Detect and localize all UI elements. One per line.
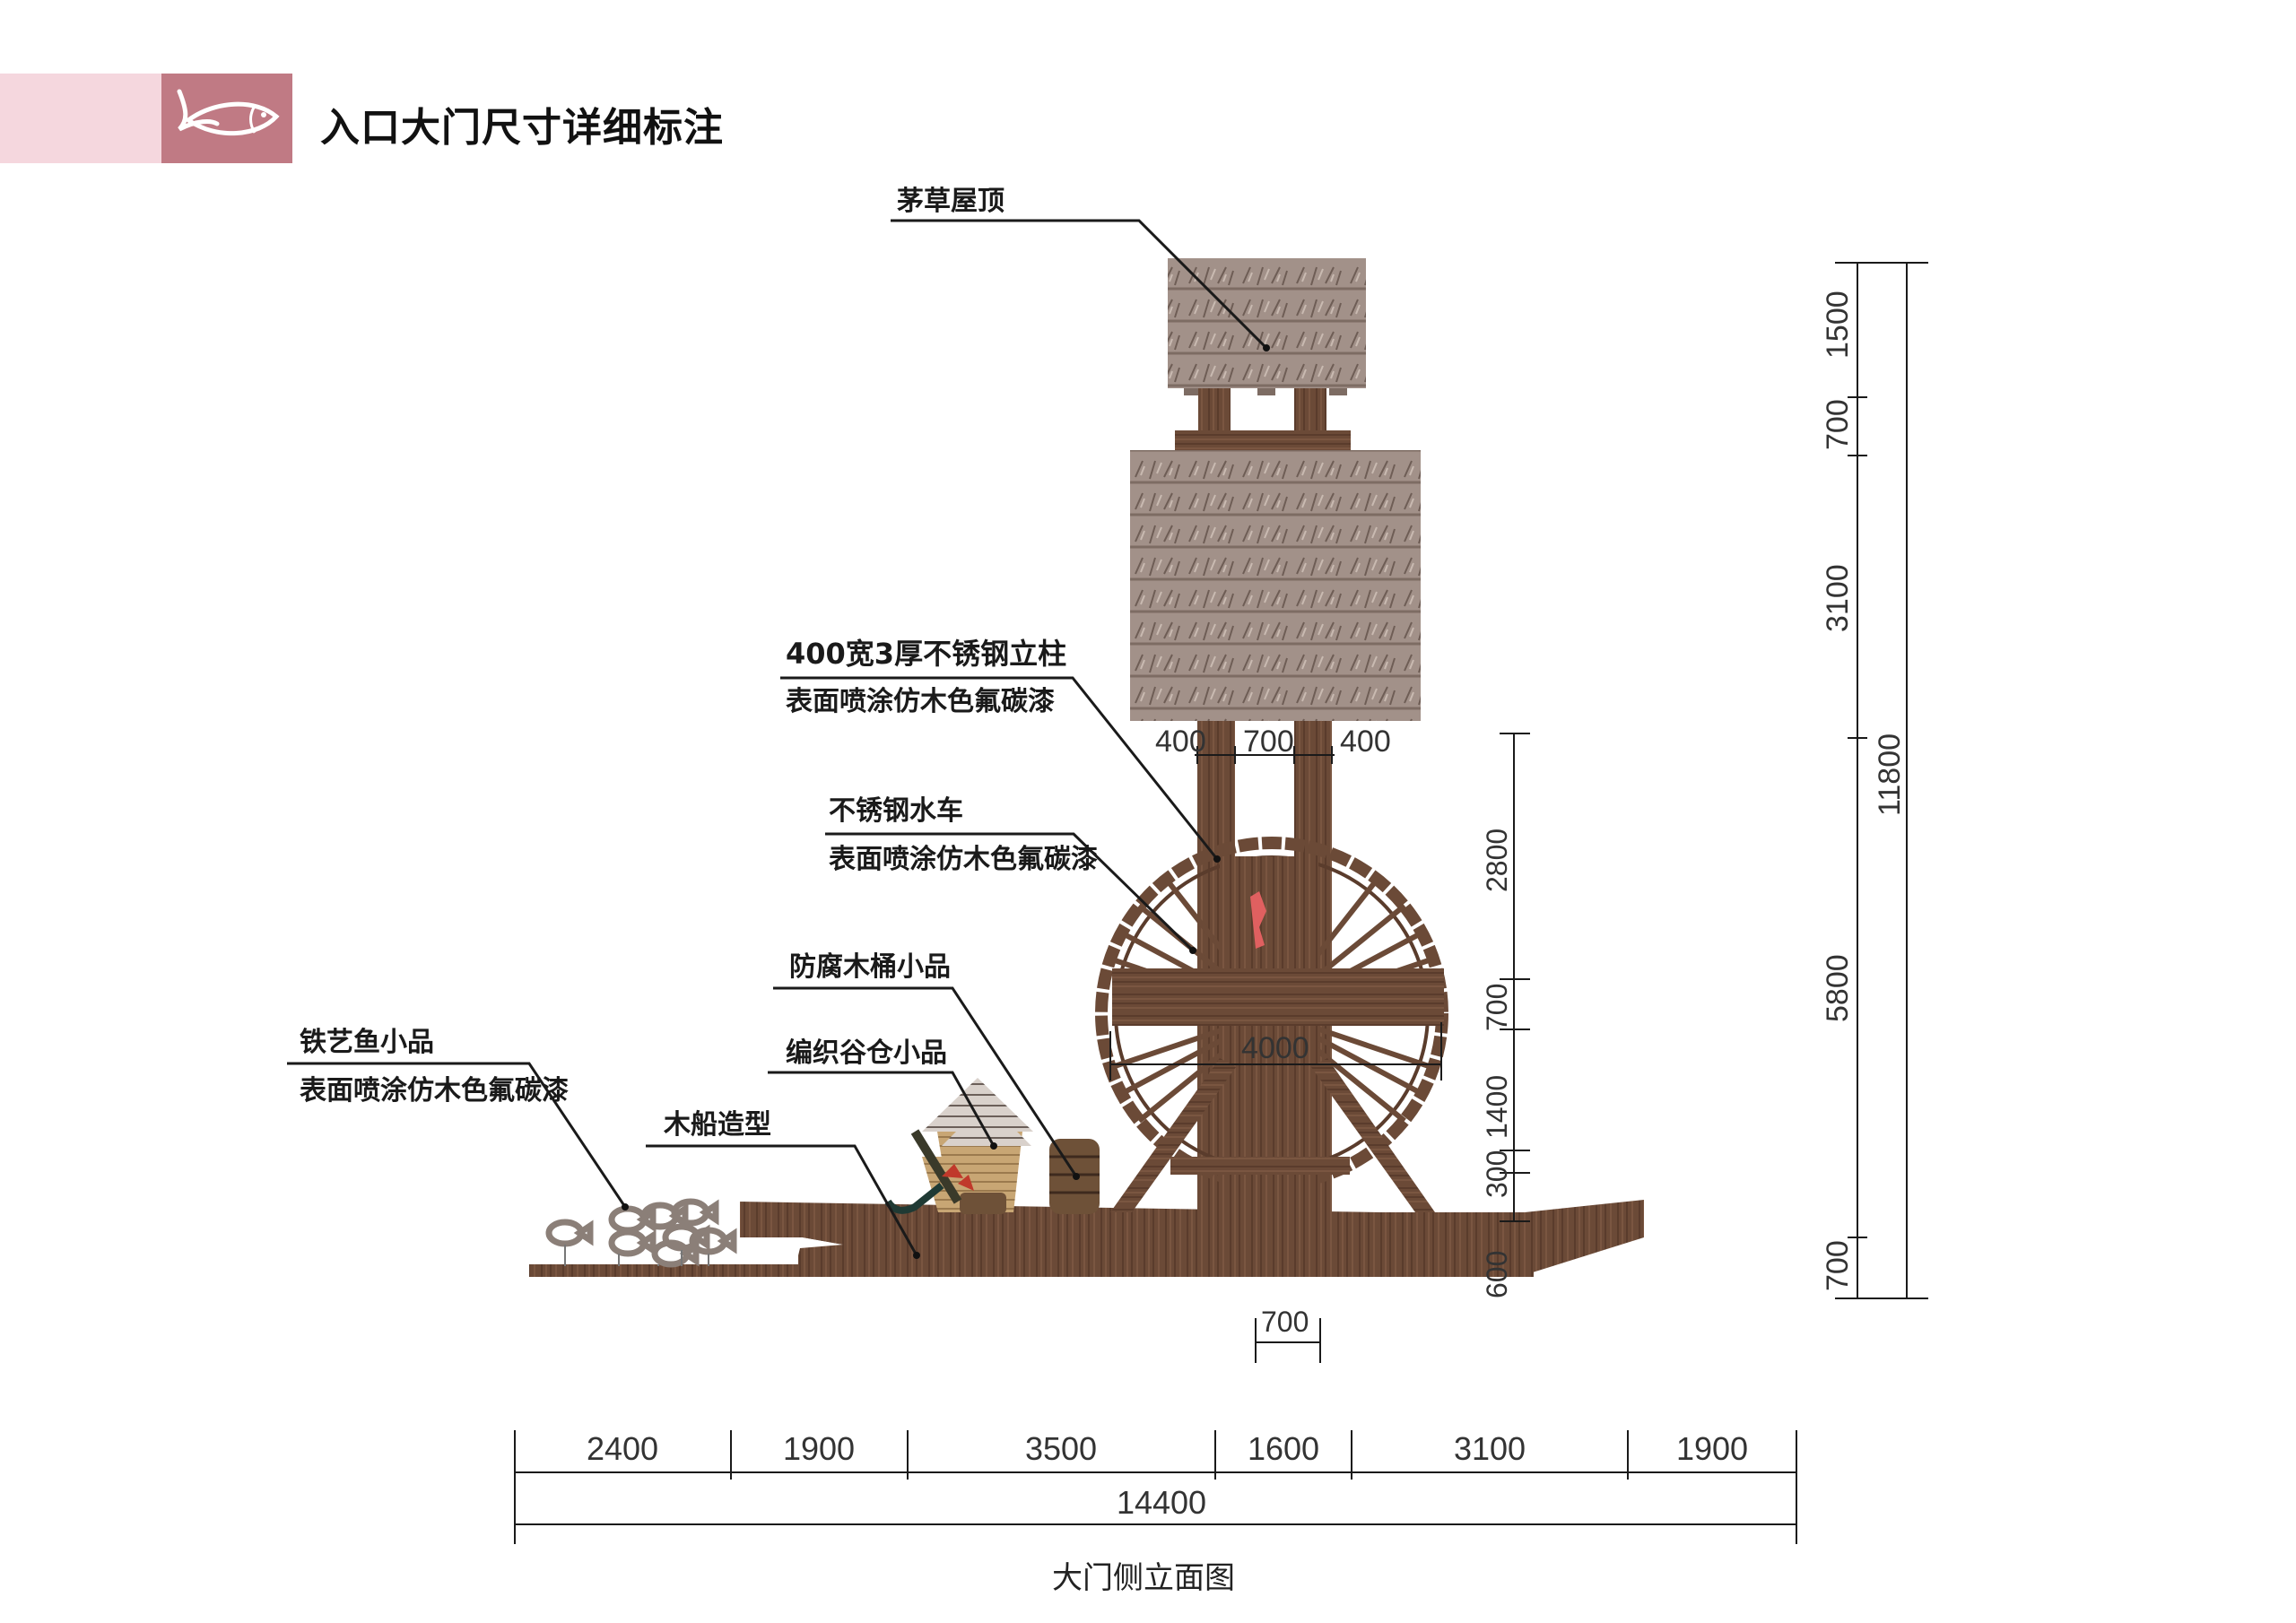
svg-text:1600: 1600 [1248,1430,1319,1467]
dim-700-base: 700 [1261,1306,1309,1338]
thatch-roof-lower [1130,450,1421,721]
dim-4000: 4000 [1241,1031,1309,1065]
svg-text:1900: 1900 [783,1430,855,1467]
dim-right-labels: 1500 700 3100 5800 700 11800 [1821,291,1907,1291]
svg-text:300: 300 [1481,1150,1513,1198]
dim-right-vertical [1835,262,1928,1299]
dim-mid-vertical [1500,733,1530,1222]
thatch-roof-upper [1168,258,1366,450]
boat-and-base [529,1200,1644,1277]
dim-bottom-labels: 2400 1900 3500 1600 3100 1900 14400 [587,1430,1748,1521]
svg-text:1400: 1400 [1481,1075,1513,1139]
leader-lines [287,219,1268,1256]
drawing-caption: 大门侧立面图 [1052,1560,1235,1596]
dim-post-base [1255,1318,1321,1363]
svg-text:700: 700 [1821,1240,1855,1291]
label-wheel-2: 表面喷涂仿木色氟碳漆 [829,844,1098,875]
dim-wheel-diameter [1109,1022,1442,1081]
header-logo [161,74,292,163]
label-fish-2: 表面喷涂仿木色氟碳漆 [300,1075,569,1107]
page-title: 入口大门尺寸详细标注 [320,105,724,151]
label-column-2: 表面喷涂仿木色氟碳漆 [786,686,1055,717]
svg-text:5800: 5800 [1821,954,1855,1022]
anchor [884,1129,974,1214]
svg-text:700: 700 [1821,399,1855,450]
dim-total-width: 14400 [1117,1484,1206,1521]
svg-text:3100: 3100 [1821,564,1855,632]
leader-dots [622,344,1270,1259]
iron-fish-props [545,1198,737,1268]
svg-text:3100: 3100 [1454,1430,1526,1467]
label-fish-1: 铁艺鱼小品 [300,1027,434,1058]
label-thatch-roof: 茅草屋顶 [897,186,1004,217]
dim-400-left: 400 [1155,725,1206,759]
label-granary: 编织谷仓小品 [786,1037,947,1069]
svg-text:1500: 1500 [1821,291,1855,359]
label-column-1: 400宽3厚不锈钢立柱 [786,637,1066,671]
dim-total-height: 11800 [1873,733,1907,816]
fish-icon [545,1198,737,1268]
dim-bottom [514,1430,1797,1544]
header-band [0,74,161,163]
dim-mid-labels: 2800 700 1400 300 600 [1481,829,1513,1298]
svg-text:2400: 2400 [587,1430,658,1467]
label-wheel-1: 不锈钢水车 [829,795,963,827]
dim-column-widths [1195,746,1335,764]
dim-400-right: 400 [1340,725,1391,759]
water-wheel [1095,837,1448,1233]
svg-text:1900: 1900 [1676,1430,1748,1467]
svg-text:3500: 3500 [1025,1430,1097,1467]
dim-700-mid: 700 [1243,725,1294,759]
svg-text:700: 700 [1481,984,1513,1031]
svg-text:600: 600 [1481,1251,1513,1298]
label-barrel: 防腐木桶小品 [789,951,951,983]
label-boat: 木船造型 [663,1109,771,1141]
fish-icon [177,89,280,136]
svg-text:2800: 2800 [1481,829,1513,892]
